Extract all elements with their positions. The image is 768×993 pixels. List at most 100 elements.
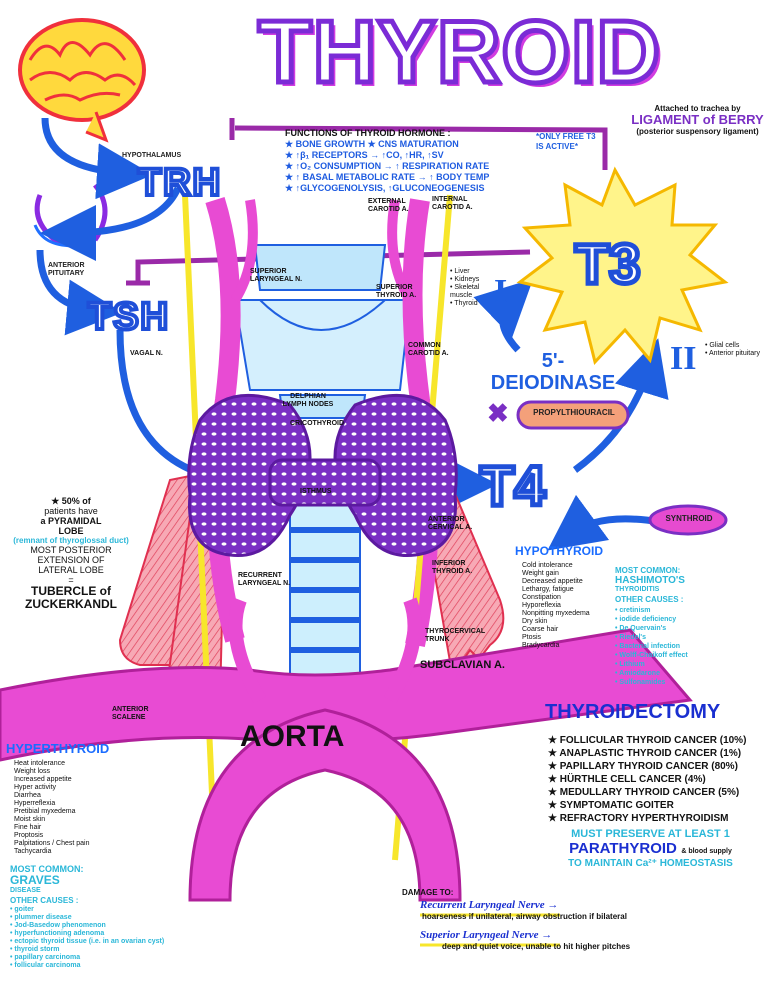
ptu-pill <box>516 400 630 430</box>
symptom-item: Hyper activity <box>14 784 57 791</box>
hyperthyroid-causes: MOST COMMON: GRAVES DISEASE OTHER CAUSES… <box>10 864 190 970</box>
cause-item: • Riedel's <box>615 634 646 641</box>
label-external-carotid: EXTERNAL CAROTID A. <box>368 198 409 213</box>
brain-icon <box>18 18 146 143</box>
cause-item: • papillary carcinoma <box>10 954 81 961</box>
preserve-line: MUST PRESERVE AT LEAST 1 <box>571 828 730 840</box>
label-vagal: VAGAL N. <box>130 350 163 357</box>
label-superior-thyroid: SUPERIOR THYROID A. <box>376 284 417 299</box>
function-line: ★ ↑ BASAL METABOLIC RATE → ↑ BODY TEMP <box>285 172 490 182</box>
cause-item: • De Quervain's <box>615 625 667 632</box>
pyramidal-line: MOST POSTERIOR <box>30 545 112 555</box>
target-item: • Kidneys <box>450 276 480 283</box>
hypothyroid-heading: HYPOTHYROID <box>515 544 604 558</box>
target-item: • Skeletal muscle <box>450 284 480 299</box>
pyramidal-line: LATERAL LOBE <box>38 565 104 575</box>
pyramidal-line: EXTENSION OF <box>37 555 105 565</box>
most-common-label: MOST COMMON: <box>10 864 84 874</box>
symptom-item: Nonpitting myxedema <box>522 610 590 617</box>
symptom-item: Lethargy, fatigue <box>522 586 574 593</box>
receptor-type-1: I <box>494 273 508 310</box>
symptom-item: Dry skin <box>522 618 548 625</box>
other-causes-label: OTHER CAUSES : <box>615 595 684 604</box>
other-causes-label: OTHER CAUSES : <box>10 896 79 905</box>
cause-item: • plummer disease <box>10 914 72 921</box>
cause-item: • hyperfunctioning adenoma <box>10 930 105 937</box>
cause-item: • ectopic thyroid tissue (i.e. in an ova… <box>10 938 165 945</box>
function-line: ★ ↑β₁ RECEPTORS → ↑CO, ↑HR, ↑SV <box>285 150 444 160</box>
functions-box: FUNCTIONS OF THYROID HORMONE : ★ BONE GR… <box>285 128 535 194</box>
pyramidal-line: patients have <box>44 506 98 516</box>
symptom-item: Cold intolerance <box>522 562 573 569</box>
most-common-sub: DISEASE <box>10 887 41 894</box>
other-causes-list: • goiter • plummer disease • Jod-Basedow… <box>10 906 190 970</box>
label-inferior-thyroid: INFERIOR THYROID A. <box>432 560 473 575</box>
damage-superior-effect: deep and quiet voice, unable to hit high… <box>442 942 631 951</box>
cause-item: • thyroid storm <box>10 946 60 953</box>
symptom-item: Heat intolerance <box>14 760 65 767</box>
label-delphian: DELPHIAN LYMPH NODES <box>282 393 334 408</box>
ligament-line: Attached to trachea by <box>654 104 741 113</box>
receptor-2-targets: • Glial cells • Anterior pituitary <box>705 342 765 358</box>
synthroid-label: SYNTHROID <box>665 514 713 523</box>
page-title: THYROID <box>256 2 663 101</box>
label-anterior-scalene: ANTERIOR SCALENE <box>112 706 149 721</box>
most-common-cause: HASHIMOTO'S <box>615 575 685 586</box>
cause-item: • follicular carcinoma <box>10 962 81 969</box>
cause-item: • Bacterial infection <box>615 643 681 650</box>
symptom-item: Diarrhea <box>14 792 41 799</box>
synthroid-pill <box>648 504 728 536</box>
target-item: • Thyroid <box>450 300 478 307</box>
symptom-item: Ptosis <box>522 634 542 641</box>
hypothyroid-causes: MOST COMMON: HASHIMOTO'S THYROIDITIS OTH… <box>615 566 765 687</box>
most-common-label: MOST COMMON: <box>615 566 681 575</box>
cause-item: • Amiodarone <box>615 670 660 677</box>
blood-supply-note: & blood supply <box>681 848 732 855</box>
damage-superior: Superior Laryngeal Nerve → <box>420 929 553 941</box>
damage-recurrent-effect: hoarseness if unilateral, airway obstruc… <box>422 912 627 921</box>
thyroid-gland <box>187 393 458 557</box>
symptom-item: Proptosis <box>14 832 44 839</box>
functions-heading: FUNCTIONS OF THYROID HORMONE : <box>285 128 451 138</box>
function-line: ★ ↑O₂ CONSUMPTION → ↑ RESPIRATION RATE <box>285 161 490 171</box>
pyramidal-line: a PYRAMIDAL <box>40 516 102 526</box>
pyramidal-line: ★ 50% of <box>51 496 91 506</box>
indication-item: ★ FOLLICULAR THYROID CANCER (10%) <box>548 735 747 746</box>
symptom-item: Hyperreflexia <box>14 800 56 807</box>
symptom-item: Weight loss <box>14 768 51 775</box>
damage-box: DAMAGE TO: Recurrent Laryngeal Nerve → h… <box>402 888 642 952</box>
receptor-type-2: II <box>670 340 697 377</box>
indication-item: ★ SYMPTOMATIC GOITER <box>548 800 674 811</box>
most-common-cause: GRAVES <box>10 873 60 887</box>
other-causes-list: • cretinism • iodide deficiency • De Que… <box>615 606 765 687</box>
inhibit-x-icon: ✖ <box>487 398 509 428</box>
parathyroid-label: PARATHYROID <box>569 840 677 857</box>
damage-heading: DAMAGE TO: <box>402 888 454 897</box>
cause-item: • Lithium <box>615 661 645 668</box>
cause-item: • Jod-Basedow phenomenon <box>10 922 106 929</box>
symptom-item: Hyporeflexia <box>522 602 561 609</box>
preserve-line: TO MAINTAIN Ca²⁺ HOMEOSTASIS <box>568 858 733 869</box>
indication-item: ★ HÜRTHLE CELL CANCER (4%) <box>548 774 706 785</box>
target-item: • Glial cells <box>705 342 740 349</box>
function-line: ★ ↑GLYCOGENOLYSIS, ↑GLUCONEOGENESIS <box>285 183 485 193</box>
cause-item: • goiter <box>10 906 34 913</box>
symptom-item: Increased appetite <box>14 776 72 783</box>
symptom-item: Weight gain <box>522 570 559 577</box>
deiodinase-label: 5'- DEIODINASE <box>490 350 616 394</box>
hypothalamus-label: HYPOTHALAMUS <box>122 152 182 159</box>
indication-item: ★ ANAPLASTIC THYROID CANCER (1%) <box>548 748 742 759</box>
indication-item: ★ PAPILLARY THYROID CANCER (80%) <box>548 761 738 772</box>
thyroidectomy-list: ★ FOLLICULAR THYROID CANCER (10%) ★ ANAP… <box>548 734 763 825</box>
hypothyroid-symptoms: Cold intolerance Weight gain Decreased a… <box>522 562 617 650</box>
symptom-item: Coarse hair <box>522 626 559 633</box>
damage-recurrent: Recurrent Laryngeal Nerve → <box>420 899 559 911</box>
t3-label: T3 <box>572 232 642 295</box>
thyroidectomy-heading: THYROIDECTOMY <box>545 701 721 723</box>
label-subclavian: SUBCLAVIAN A. <box>420 659 505 671</box>
symptom-item: Tachycardia <box>14 848 52 855</box>
parathyroid-note: MUST PRESERVE AT LEAST 1 PARATHYROID & b… <box>538 828 763 870</box>
ptu-label: PROPYLTHIOURACIL <box>533 408 615 417</box>
cause-item: • cretinism <box>615 607 651 614</box>
